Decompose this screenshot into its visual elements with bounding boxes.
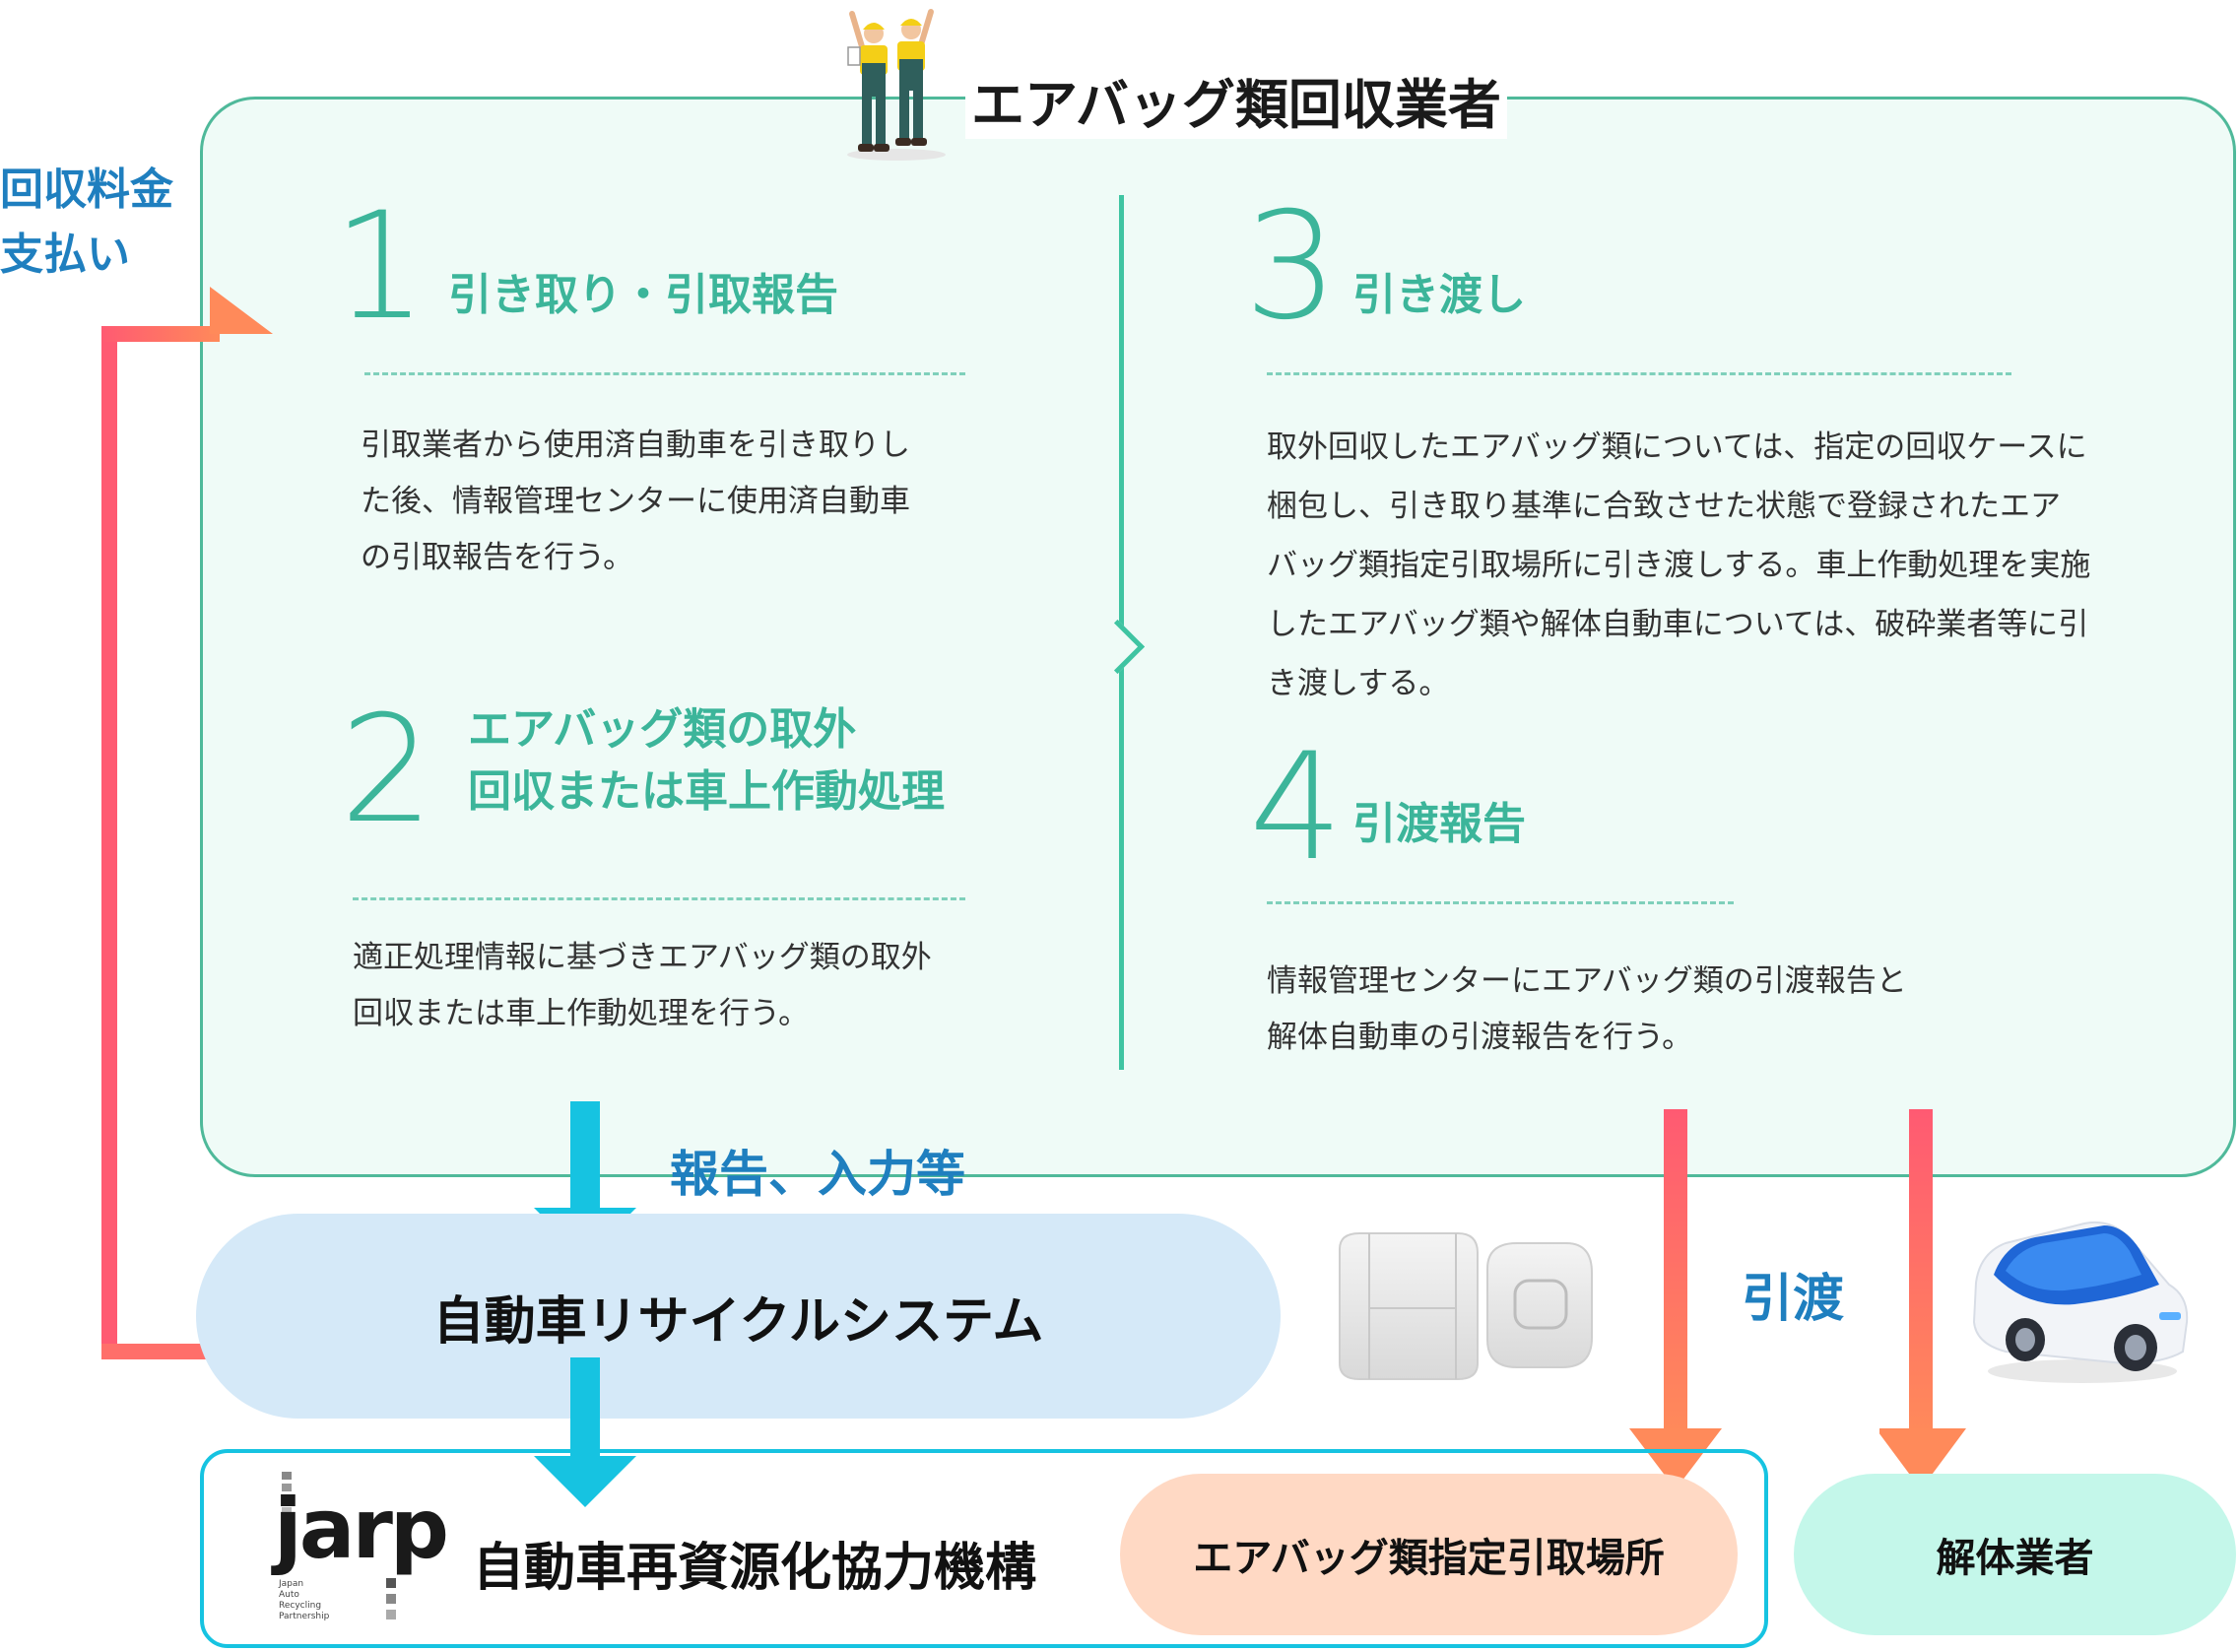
step-1-number: 1 [333, 181, 428, 353]
step-3-title: 引き渡し [1352, 270, 1526, 320]
step-2-title-line2: 回収または車上作動処理 [468, 766, 945, 817]
step-1-divider [364, 372, 965, 375]
step-2-title-line1: エアバッグ類の取外 [468, 704, 857, 755]
step-4-description: 情報管理センターにエアバッグ類の引渡報告と 解体自動車の引渡報告を行う。 [1267, 963, 1907, 1055]
jarp-logo-bars-left [282, 1472, 292, 1515]
step-2-description: 適正処理情報に基づきエアバッグ類の取外 回収または車上作動処理を行う。 [353, 940, 932, 1031]
organization-box [200, 1449, 1768, 1648]
step-1-title: 引き取り・引取報告 [448, 270, 838, 320]
airbag-icon [1339, 1232, 1593, 1380]
dismantler: 解体業者 [1794, 1474, 2236, 1635]
handover-arrow-site [1629, 1109, 1722, 1489]
workers-icon [847, 9, 946, 161]
designated-site: エアバッグ類指定引取場所 [1120, 1474, 1738, 1635]
report-label: 報告、入力等 [670, 1146, 965, 1203]
step-2-number: 2 [340, 685, 434, 856]
step-3-description: 取外回収したエアバッグ類については、指定の回収ケースに 梱包し、引き取り基準に合… [1267, 430, 2091, 701]
step-4-number: 4 [1249, 722, 1344, 893]
payment-label: 回収料金 支払い [0, 165, 173, 280]
step-4-title: 引渡報告 [1352, 799, 1526, 849]
step-1-description: 引取業者から使用済自動車を引き取りし た後、情報管理センターに使用済自動車 の引… [361, 428, 910, 575]
handover-label: 引渡 [1742, 1270, 1845, 1329]
step-2-divider [353, 897, 965, 900]
jarp-logo-subtext: Japan Auto Recycling Partnership [279, 1579, 330, 1621]
jarp-logo-bars-right [386, 1578, 396, 1619]
recycler-panel [200, 97, 2236, 1177]
car-icon [1972, 1222, 2189, 1383]
jarp-logo: jarp [274, 1481, 449, 1577]
organization-name: 自動車再資源化協力機構 [473, 1539, 1037, 1598]
handover-arrow-dismantler [1879, 1109, 1966, 1489]
panel-title: エアバッグ類回収業者 [965, 61, 1507, 139]
step-4-divider [1267, 901, 1734, 904]
system-arrow-head [534, 1456, 636, 1507]
recycling-system: 自動車リサイクルシステム [196, 1214, 1281, 1419]
step-3-divider [1267, 372, 2011, 375]
step-3-number: 3 [1244, 181, 1339, 353]
